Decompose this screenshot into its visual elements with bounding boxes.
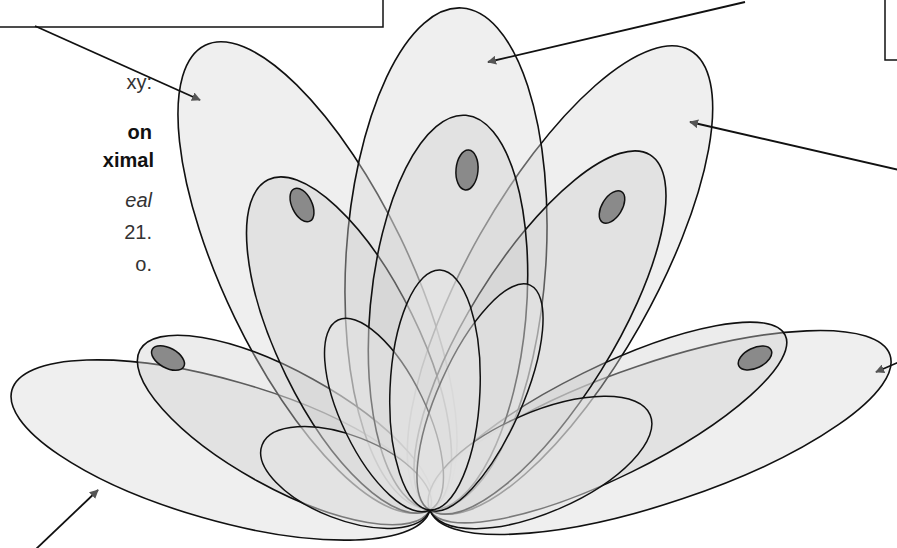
inner-petals [247,268,670,548]
dot [594,186,630,227]
citation-fragment: ximal [103,148,154,172]
callout-box [885,0,897,60]
leader-arrow [876,362,897,372]
citation-fragment: o. [135,252,152,276]
leader-arrow [35,26,200,100]
dot [147,341,188,376]
middle-petals [112,108,809,548]
leader-arrow [35,490,98,548]
petal-dots [147,149,775,375]
citation-fragment: eal [125,188,152,212]
dot [734,341,775,375]
citation-fragment: on [128,120,152,144]
citation-fragment: xy: [126,70,152,94]
leader-arrow [690,122,897,170]
leader-arrows [35,2,897,548]
citation-fragment: 21. [124,220,152,244]
dot [285,184,319,225]
dot [454,149,479,191]
leader-arrow [488,2,745,62]
petal [385,268,485,512]
callout-box [0,0,383,27]
